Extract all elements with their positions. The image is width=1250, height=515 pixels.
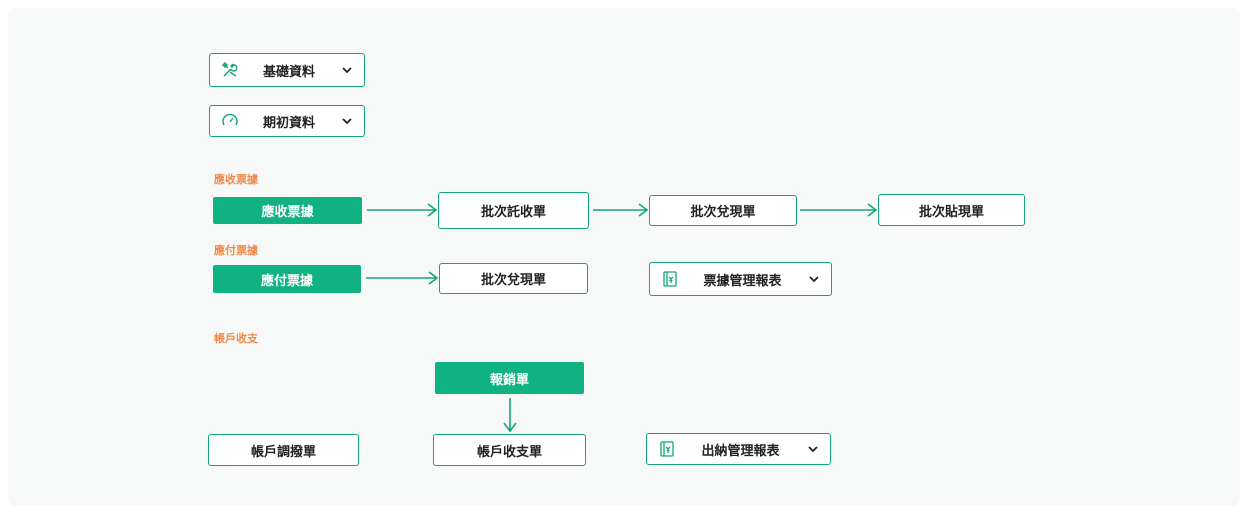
opening-data-dropdown[interactable]: 期初資料 bbox=[209, 105, 365, 137]
payable-note-button[interactable]: 應付票據 bbox=[213, 265, 361, 293]
arrow-payable-to-cash bbox=[366, 271, 439, 285]
batch-cash-receivable-button[interactable]: 批次兌現單 bbox=[649, 195, 797, 226]
section-label-payable: 應付票據 bbox=[214, 244, 258, 257]
note-report-dropdown[interactable]: 票據管理報表 bbox=[649, 262, 832, 296]
account-inout-button[interactable]: 帳戶收支單 bbox=[433, 434, 586, 466]
gauge-icon bbox=[220, 111, 240, 131]
ledger-icon bbox=[660, 269, 680, 289]
receivable-note-button[interactable]: 應收票據 bbox=[213, 197, 362, 224]
arrow-receivable-to-collection bbox=[367, 203, 438, 217]
account-transfer-button[interactable]: 帳戶調撥單 bbox=[208, 434, 359, 466]
section-label-receivable: 應收票據 bbox=[214, 173, 258, 186]
reimbursement-button[interactable]: 報銷單 bbox=[435, 362, 584, 394]
chevron-down-icon bbox=[338, 112, 356, 130]
cashier-report-dropdown[interactable]: 出納管理報表 bbox=[646, 433, 831, 465]
ledger-icon bbox=[657, 439, 677, 459]
batch-collection-button[interactable]: 批次託收單 bbox=[438, 192, 589, 229]
canvas-panel bbox=[8, 8, 1240, 506]
section-label-account: 帳戶收支 bbox=[214, 332, 258, 345]
tools-icon bbox=[220, 60, 240, 80]
arrow-collection-to-cash bbox=[593, 203, 649, 217]
chevron-down-icon bbox=[804, 440, 822, 458]
chevron-down-icon bbox=[805, 270, 823, 288]
batch-cash-payable-button[interactable]: 批次兌現單 bbox=[439, 263, 588, 294]
opening-data-label: 期初資料 bbox=[262, 115, 315, 131]
cashier-report-label: 出納管理報表 bbox=[701, 443, 780, 459]
batch-discount-button[interactable]: 批次貼現單 bbox=[878, 194, 1025, 226]
chevron-down-icon bbox=[338, 61, 356, 79]
arrow-cash-to-discount bbox=[800, 203, 878, 217]
basic-data-label: 基礎資料 bbox=[262, 64, 315, 80]
basic-data-dropdown[interactable]: 基礎資料 bbox=[209, 53, 365, 87]
arrow-reimbursement-down bbox=[503, 398, 517, 433]
note-report-label: 票據管理報表 bbox=[703, 273, 782, 289]
